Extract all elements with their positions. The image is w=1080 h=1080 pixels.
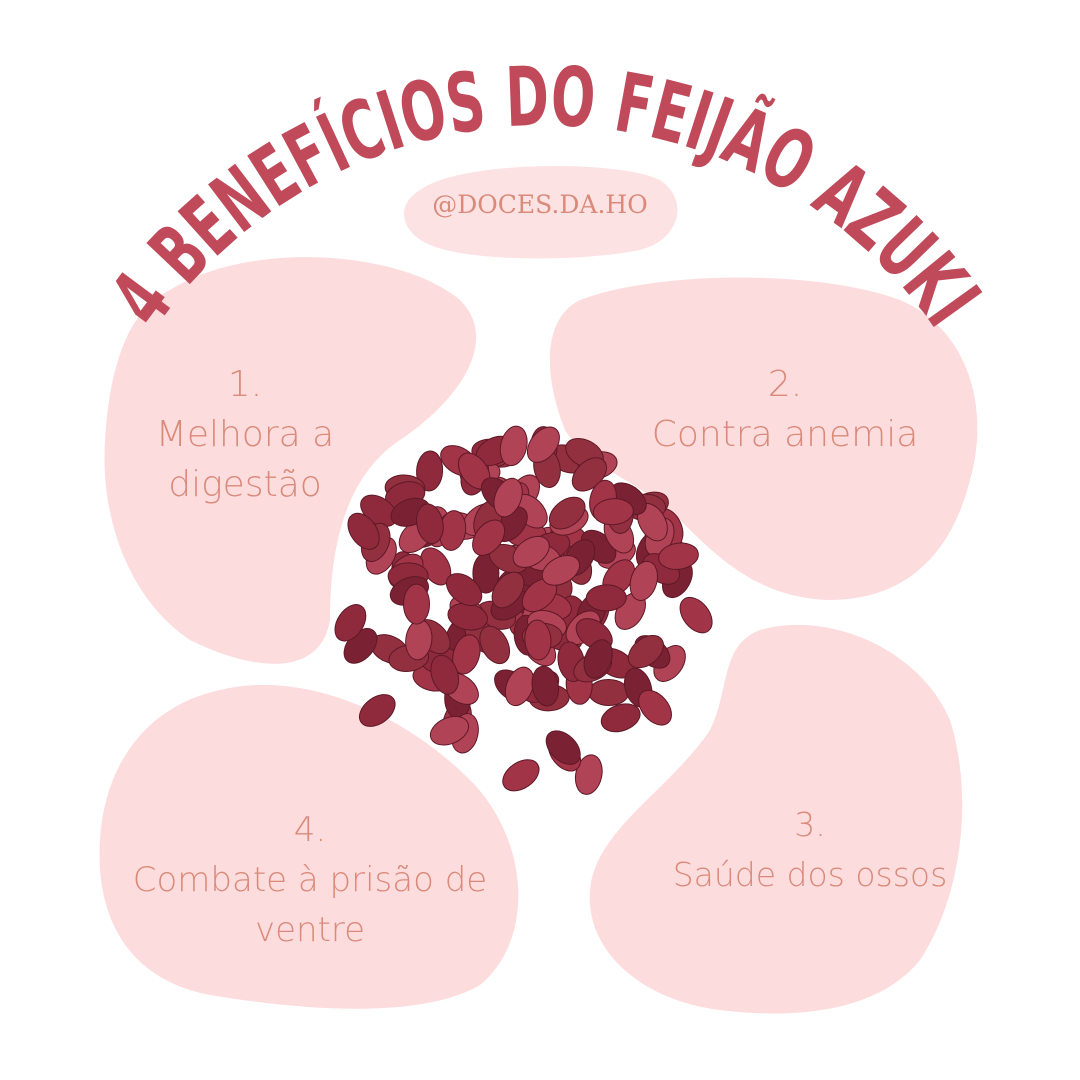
benefit-number: 3. — [794, 805, 826, 844]
bean — [479, 625, 511, 665]
bean — [658, 542, 699, 570]
bean — [588, 678, 630, 707]
bean — [512, 535, 550, 568]
bean — [445, 573, 483, 607]
bean — [491, 571, 525, 609]
blob-benefit-3 — [589, 624, 963, 1014]
bean — [600, 703, 641, 733]
bean — [629, 560, 658, 601]
bean — [502, 759, 540, 792]
bean — [679, 596, 713, 634]
bean — [430, 654, 460, 695]
benefit-1: 1. Melhora a digestão — [110, 360, 380, 510]
benefit-number: 1. — [227, 364, 263, 405]
blob-benefit-4 — [99, 684, 519, 1009]
bean — [334, 604, 367, 642]
bean — [585, 584, 627, 612]
bean — [416, 450, 444, 492]
bean — [499, 425, 528, 467]
benefit-2: 2. Contra anemia — [630, 360, 940, 460]
azuki-beans-pile — [334, 425, 713, 795]
bean — [574, 754, 603, 795]
benefit-text: Contra anemia — [651, 414, 919, 455]
bean — [592, 498, 634, 526]
bean — [493, 477, 523, 518]
bean — [347, 512, 380, 550]
benefit-text: Melhora a digestão — [155, 414, 335, 505]
bean — [429, 715, 470, 746]
bean — [452, 634, 481, 675]
bean — [541, 555, 581, 586]
benefit-number: 2. — [767, 364, 803, 405]
bean — [638, 689, 672, 726]
bean — [403, 583, 430, 625]
benefit-3: 3. Saúde dos ossos — [660, 800, 960, 900]
bean — [627, 634, 664, 669]
benefit-4: 4. Combate à prisão de ventre — [120, 805, 500, 955]
benefit-number: 4. — [293, 810, 327, 850]
bean — [359, 694, 396, 727]
bean — [472, 519, 506, 556]
instagram-handle: @DOCES.DA.HO — [432, 190, 648, 219]
bean — [548, 496, 586, 530]
bean — [524, 619, 552, 661]
bean — [583, 639, 613, 679]
bean — [416, 503, 444, 545]
bean — [531, 665, 560, 707]
bean — [504, 666, 535, 707]
blob-benefit-2 — [549, 277, 978, 600]
blob-benefit-1 — [104, 257, 477, 664]
bean — [526, 426, 560, 463]
bean — [545, 730, 581, 765]
benefit-text: Saúde dos ossos — [672, 855, 948, 894]
benefit-text: Combate à prisão de ventre — [132, 860, 488, 950]
handle-blob — [403, 166, 678, 259]
